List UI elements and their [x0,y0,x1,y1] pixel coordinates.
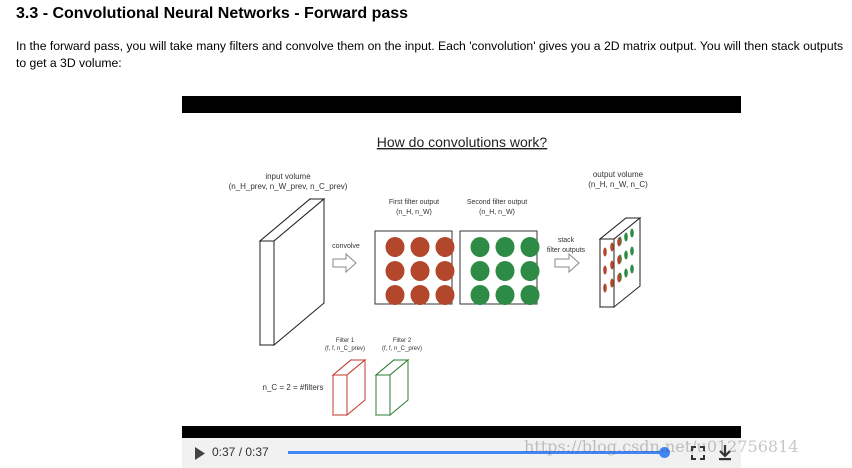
red-output-dot [385,285,405,305]
green-output-dot [520,285,540,305]
output-green-dot [624,232,628,242]
first-filter-output-dots [385,237,455,305]
download-icon[interactable] [718,444,732,461]
description-paragraph: In the forward pass, you will take many … [16,39,844,70]
video-time: 0:37 / 0:37 [212,445,269,459]
output-green-dot [630,228,634,238]
output-red-dot [610,242,614,252]
stack-label: stack [558,237,575,244]
output-green-dot [624,250,628,260]
video-letterbox-bottom [182,426,741,438]
red-output-dot [435,285,455,305]
green-output-dot [520,237,540,257]
stack-label-2: filter outputs [547,247,586,254]
output-red-dot [610,278,614,288]
red-output-dot [435,237,455,257]
output-volume-label: output volume [593,170,644,179]
convolution-diagram: How do convolutions work? input volume (… [229,134,648,417]
green-output-dot [520,261,540,281]
green-output-dot [470,285,490,305]
output-green-dot [624,268,628,278]
nc-label: n_C = 2 = #filters [263,383,324,392]
green-output-dot [495,285,515,305]
output-red-dot [610,260,614,270]
output-red-dot [617,273,621,283]
stack-arrow [554,252,580,274]
red-output-dot [435,261,455,281]
green-output-dot [495,261,515,281]
output-red-dot [617,237,621,247]
output-green-dot [630,246,634,256]
input-volume-prism [258,197,326,347]
red-output-dot [385,261,405,281]
red-output-dot [410,285,430,305]
filter2-shape: (f, f, n_C_prev) [382,346,422,352]
diagram-title: How do convolutions work? [377,134,548,150]
play-icon[interactable] [194,447,206,460]
output-volume-dots [603,228,634,293]
input-volume-label: input volume [265,172,311,181]
filter2-label: Filter 2 [393,338,412,344]
green-output-dot [470,237,490,257]
filter2-cube [374,358,410,417]
convolve-arrow [332,252,357,274]
progress-track[interactable] [288,447,670,458]
green-output-dot [495,237,515,257]
filter1-cube [331,358,367,417]
red-output-dot [385,237,405,257]
red-output-dot [410,237,430,257]
second-filter-shape: (n_H, n_W) [479,209,515,216]
output-green-dot [630,264,634,274]
second-filter-output-dots [470,237,540,305]
filter1-label: Filter 1 [336,338,355,344]
green-output-dot [470,261,490,281]
input-volume-shape: (n_H_prev, n_W_prev, n_C_prev) [229,182,348,191]
red-output-dot [410,261,430,281]
progress-knob[interactable] [658,447,670,458]
video-player[interactable]: How do convolutions work? input volume (… [182,96,741,468]
convolve-label: convolve [332,243,360,250]
first-filter-shape: (n_H, n_W) [396,209,432,216]
output-red-dot [603,283,607,293]
video-controls: 0:37 / 0:37 [182,438,741,468]
output-red-dot [617,255,621,265]
fullscreen-icon[interactable] [691,446,705,460]
output-red-dot [603,247,607,257]
output-red-dot [603,265,607,275]
watermark-text: https://blog.csdn.net/u012756814 [524,437,799,456]
video-letterbox-top [182,96,741,113]
second-filter-label: Second filter output [467,199,527,206]
progress-played [288,451,665,454]
first-filter-label: First filter output [389,199,439,206]
filter1-shape: (f, f, n_C_prev) [325,346,365,352]
output-volume-shape: (n_H, n_W, n_C) [588,180,648,189]
section-heading: 3.3 - Convolutional Neural Networks - Fo… [16,5,409,22]
